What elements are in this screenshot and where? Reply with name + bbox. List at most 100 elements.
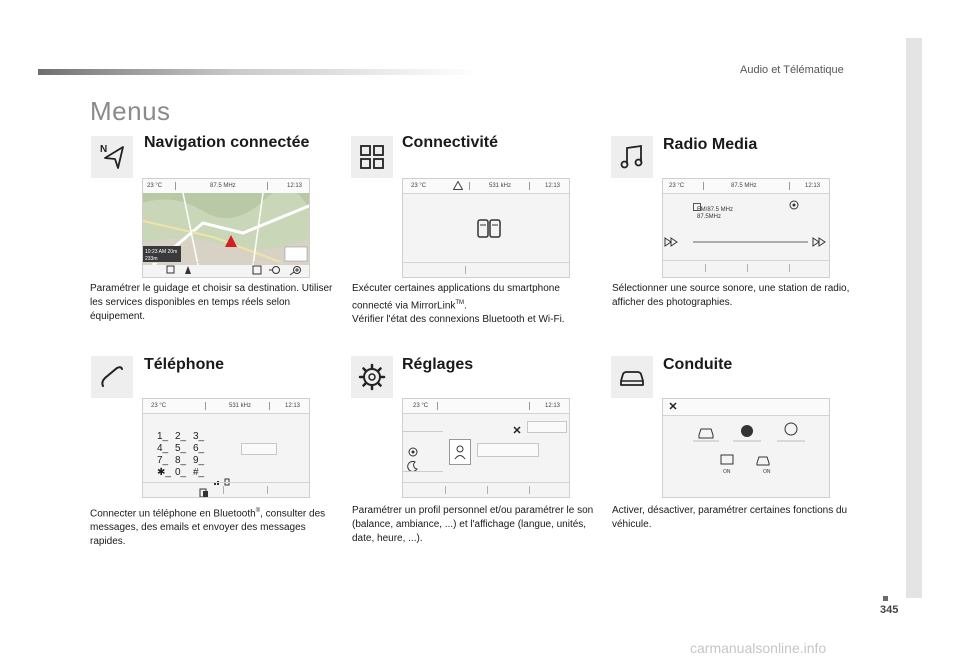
telephone-screen[interactable]: 23 °C 531 kHz 12:13 1_2_3_4_5_6_7_8_9_✱_… [142, 398, 310, 498]
conduite-screen[interactable]: ON ON [662, 398, 830, 498]
car-icon [620, 371, 644, 386]
toggle-on-label: ON [763, 469, 771, 475]
page-title: Menus [90, 96, 171, 126]
close-icon[interactable] [513, 421, 521, 439]
keypad-row: ✱_ 0_ #_ [157, 467, 213, 479]
keypad-key[interactable]: 5_ [175, 443, 187, 454]
radio-frequency: 87.5 MHz [210, 183, 236, 189]
radio-signal-icon [789, 197, 799, 215]
mirrorlink-phone-icon[interactable] [477, 217, 501, 246]
navigation-menu-icon[interactable]: N [91, 136, 133, 178]
keypad-key[interactable]: 1_ [157, 431, 169, 442]
connectivite-description-line-1: Exécuter certaines applications du smart… [352, 283, 560, 312]
keypad-key[interactable]: 2_ [175, 431, 187, 442]
seek-forward-icon [812, 237, 826, 247]
conduite-description: Activer, désactiver, paramétrer certaine… [612, 505, 848, 530]
map-position-marker [225, 235, 237, 247]
temperature: 23 °C [413, 403, 429, 409]
keypad-row: 7_ 8_ 9_ [157, 455, 213, 467]
seek-back-icon [664, 237, 678, 247]
driving-functions-grid[interactable]: ON ON [663, 417, 830, 497]
connectivite-description-period: . [464, 300, 467, 312]
music-note-icon [620, 144, 643, 169]
map-clock: 10:23 AM 20m [145, 249, 177, 255]
profile-icon[interactable] [449, 439, 471, 465]
connectivite-screen[interactable]: 23 °C 531 kHz 12:13 [402, 178, 570, 278]
keypad-key[interactable]: 0_ [175, 467, 187, 478]
status-bar: 23 °C 87.5 MHz 12:13 [663, 179, 829, 194]
toggle-on-label: ON [723, 469, 731, 475]
phone-handset-icon [101, 366, 123, 387]
radio-frequency: 87.5 MHz [731, 183, 757, 189]
header-gradient-bar [38, 69, 478, 75]
svg-text:N: N [100, 144, 107, 155]
lighting-icon [733, 425, 761, 442]
divider [403, 431, 443, 432]
radio-frequency: 531 kHz [489, 183, 512, 189]
keypad-key[interactable]: ✱_ [157, 467, 171, 478]
section-header: Audio et Télématique [740, 64, 844, 76]
display-night-icon[interactable] [407, 459, 419, 477]
keypad-key[interactable]: 7_ [157, 455, 169, 466]
page-number: 345 [880, 604, 899, 616]
keypad-key[interactable]: 4_ [157, 443, 169, 454]
radio-description: Sélectionner une source sonore, une stat… [612, 283, 850, 308]
close-icon[interactable] [669, 402, 677, 412]
radio-menu-icon[interactable] [611, 136, 653, 178]
status-bar: 23 °C 531 kHz 12:13 [403, 179, 569, 194]
warning-icon [452, 180, 464, 192]
radio-frequency: 531 kHz [229, 403, 252, 409]
speed-limit-icon [777, 422, 805, 442]
navigation-map[interactable]: 10:23 AM 20m 233m [143, 193, 310, 265]
keypad-key[interactable]: 9_ [193, 455, 205, 466]
divider [403, 471, 443, 472]
station-band: FM/87.5 MHz [697, 207, 734, 213]
clock: 12:13 [545, 183, 561, 189]
keypad-key[interactable]: #_ [193, 467, 205, 478]
navigation-arrow-icon: N [100, 144, 124, 169]
page-marker [883, 596, 888, 601]
status-bar: 23 °C 87.5 MHz 12:13 [143, 179, 309, 194]
clock: 12:13 [805, 183, 821, 189]
trademark-symbol: TM [455, 300, 465, 306]
navigation-title: Navigation connectée [144, 134, 310, 151]
connectivite-toolbar [403, 262, 569, 277]
driving-assist-icon [693, 428, 719, 442]
radio-station-info: FM/87.5 MHz 87.5MHz [697, 207, 733, 221]
status-bar: 23 °C 12:13 [403, 399, 569, 414]
setting-field-1[interactable] [527, 421, 567, 433]
keypad-row: 1_ 2_ 3_ [157, 431, 213, 443]
keypad-key[interactable]: 8_ [175, 455, 187, 466]
clock: 12:13 [287, 183, 303, 189]
temperature: 23 °C [411, 183, 427, 189]
conduite-menu-icon[interactable] [611, 356, 653, 398]
radio-seek-bar[interactable] [663, 235, 830, 249]
keypad-key[interactable]: 6_ [193, 443, 205, 454]
sound-settings-icon[interactable] [407, 445, 419, 463]
reglages-screen[interactable]: 23 °C 12:13 [402, 398, 570, 498]
navigation-screen[interactable]: 23 °C 87.5 MHz 12:13 10:23 AM 20m 233m [142, 178, 310, 278]
status-bar [663, 399, 829, 416]
telephone-title: Téléphone [144, 356, 225, 373]
station-frequency: 87.5MHz [697, 214, 722, 220]
radio-screen[interactable]: 23 °C 87.5 MHz 12:13 FM/87.5 MHz 87.5MHz [662, 178, 830, 278]
phone-keypad[interactable]: 1_ 2_ 3_ 4_ 5_ 6_ 7_ 8_ 9_ ✱_ 0_ #_ [157, 431, 213, 479]
temperature: 23 °C [669, 183, 685, 189]
navigation-toolbar-icons [166, 265, 301, 276]
registered-symbol: ® [255, 508, 261, 514]
radio-title: Radio Media [663, 136, 758, 153]
contacts-icon[interactable] [199, 485, 209, 497]
app-grid-icon [360, 145, 384, 169]
dial-input[interactable] [241, 443, 277, 455]
parking-sensor-icon: ON [720, 454, 734, 475]
conduite-title: Conduite [663, 356, 733, 373]
telephone-description: Connecter un téléphone en Bluetooth®, co… [90, 504, 335, 549]
keypad-key[interactable]: 3_ [193, 431, 205, 442]
temperature: 23 °C [147, 183, 163, 189]
reglages-menu-icon[interactable] [351, 356, 393, 398]
telephone-menu-icon[interactable] [91, 356, 133, 398]
setting-field-2[interactable] [477, 443, 539, 457]
telephone-description-line-2: , consulter des messages, des emails et … [90, 508, 326, 548]
watermark: carmanualsonline.info [690, 640, 827, 656]
connectivite-menu-icon[interactable] [351, 136, 393, 178]
